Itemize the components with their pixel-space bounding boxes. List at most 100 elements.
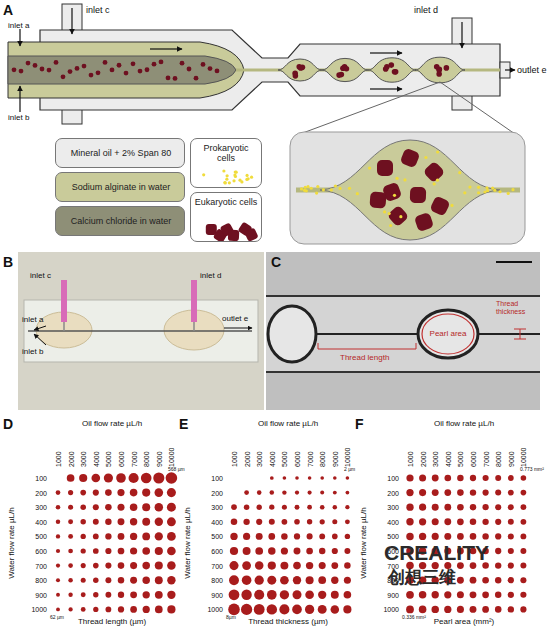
panel-letter: B — [3, 255, 13, 269]
data-dot — [255, 561, 263, 569]
axis-title: Oil flow rate µL/h — [258, 420, 318, 428]
data-dot — [482, 519, 488, 525]
prokaryotic-cell — [388, 212, 391, 215]
axis-title: Oil flow rate µL/h — [434, 420, 494, 428]
eukaryotic-cell — [26, 61, 31, 66]
tick-label: 9000 — [155, 451, 162, 467]
data-dot — [167, 591, 175, 599]
data-dot — [68, 563, 73, 568]
axis-title: Water flow rate µL/h — [184, 507, 192, 578]
alginate-pearl — [368, 58, 416, 82]
eukaryotic-cell — [228, 230, 240, 241]
data-dot — [508, 490, 514, 496]
prokaryotic-cell — [477, 191, 480, 194]
data-dot — [93, 490, 99, 496]
prokaryotic-cell — [224, 181, 227, 184]
data-dot — [242, 561, 251, 570]
eukaryotic-cell — [40, 67, 45, 72]
eukaryotic-cell — [173, 76, 178, 81]
eukaryotic-cell — [389, 62, 395, 68]
data-dot — [93, 607, 98, 612]
data-dot — [457, 562, 464, 569]
data-dot — [68, 578, 73, 583]
eukaryotic-cell — [436, 71, 442, 77]
data-dot — [243, 533, 250, 540]
data-dot — [345, 519, 350, 524]
data-dot — [244, 490, 249, 495]
prokaryotic-cell — [486, 189, 489, 192]
tick-label: 500 — [211, 533, 223, 540]
data-dot — [331, 605, 340, 614]
zoom-pearl — [320, 140, 500, 240]
data-dot — [495, 504, 501, 510]
data-dot — [495, 548, 501, 554]
data-dot — [56, 490, 61, 495]
axis-title: Water flow rate µL/h — [360, 507, 368, 578]
prokaryotic-cell — [468, 185, 471, 188]
data-dot — [167, 488, 176, 497]
flow-arrow — [19, 29, 20, 46]
data-dot — [118, 533, 125, 540]
data-dot — [419, 518, 426, 525]
data-dot — [345, 534, 350, 539]
data-dot — [318, 605, 327, 614]
data-dot — [155, 562, 163, 570]
eukaryotic-cell — [68, 69, 73, 74]
alginate-capillary — [8, 42, 244, 98]
data-dot — [267, 576, 276, 585]
legend-sample — [193, 219, 261, 241]
prokaryotic-cell — [507, 192, 510, 195]
prokaryotic-cell — [403, 178, 406, 181]
data-dot — [332, 534, 338, 540]
data-dot — [130, 547, 137, 554]
eukaryotic-cell — [145, 67, 150, 72]
data-dot — [444, 504, 451, 511]
data-dot — [81, 607, 86, 612]
data-dot — [457, 475, 463, 481]
data-dot — [155, 532, 163, 540]
prokaryotic-cell — [458, 171, 461, 174]
data-dot — [293, 576, 301, 584]
data-dot — [56, 549, 60, 553]
eukaryotic-cell — [180, 61, 185, 66]
data-dot — [331, 577, 338, 584]
legend-text: Mineral oil + 2% Span 80 — [60, 148, 182, 158]
legend-text: Eukaryotic cells — [194, 197, 258, 207]
prokaryotic-cell — [233, 173, 236, 176]
eukaryotic-cell — [152, 62, 157, 67]
data-dot — [105, 519, 111, 525]
flow-arrow — [461, 22, 462, 48]
data-dot — [93, 519, 99, 525]
data-dot — [495, 606, 502, 613]
data-dot — [267, 590, 277, 600]
data-dot — [520, 533, 526, 539]
data-dot — [332, 519, 337, 524]
zoom-box — [290, 132, 525, 244]
tick-label: 900 — [211, 591, 223, 598]
prokaryotic-cell — [322, 188, 325, 191]
value-note: 0.773 mm² — [520, 467, 544, 472]
data-dot — [230, 533, 237, 540]
data-dot — [282, 490, 286, 494]
data-dot — [333, 476, 337, 480]
data-dot — [280, 590, 289, 599]
tick-label: 500 — [387, 533, 399, 540]
needle-hub — [61, 280, 67, 322]
eukaryotic-cell — [47, 68, 52, 73]
prokaryotic-cell — [316, 185, 319, 188]
data-dot — [520, 577, 526, 583]
data-dot — [167, 605, 175, 613]
tick-label: 200 — [387, 489, 399, 496]
data-dot — [344, 577, 351, 584]
tick-label: 400 — [35, 518, 47, 525]
data-dot — [130, 489, 138, 497]
flow-arrow — [224, 328, 252, 329]
data-dot — [142, 489, 150, 497]
needle-tip — [63, 322, 65, 331]
data-dot — [256, 533, 263, 540]
data-dot — [283, 476, 287, 480]
scale-bar — [496, 261, 532, 263]
prokaryotic-cell — [250, 176, 253, 179]
eukaryotic-cell — [187, 67, 192, 72]
